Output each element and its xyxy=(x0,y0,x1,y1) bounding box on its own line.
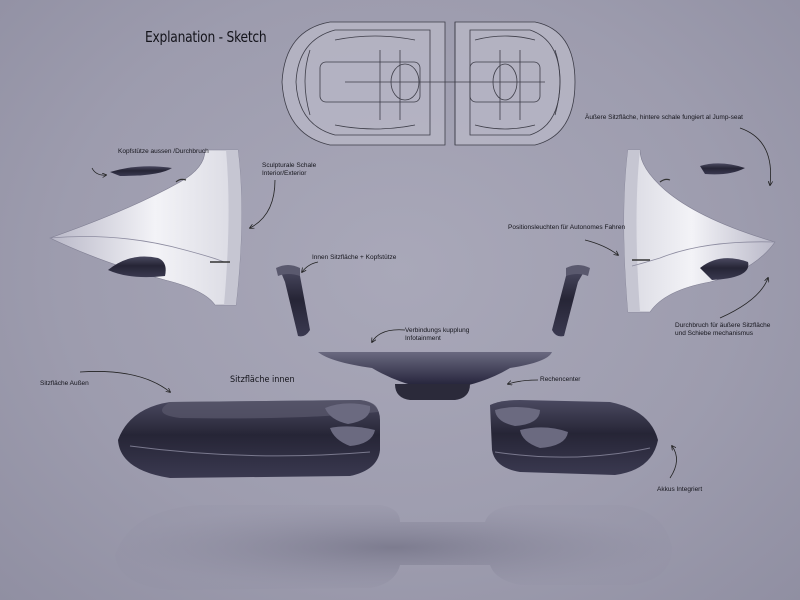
label-durchbruch-2: und Schiebe mechanismus xyxy=(675,330,754,337)
left-inner-seatback xyxy=(276,265,310,337)
right-seat-base xyxy=(490,400,658,475)
right-headrest-pad xyxy=(700,163,745,175)
rechencenter-arrow xyxy=(508,379,539,384)
label-sitzflaeche-innen: Sitzfläche innen xyxy=(230,375,295,385)
label-aussen-sitzflaeche: Äußere Sitzfläche, hintere schale fungie… xyxy=(585,114,743,121)
aussen-sitz-arrow xyxy=(739,127,771,185)
label-skulpturale: Sculpturale Schale xyxy=(262,162,317,169)
innen-sitz-arrow xyxy=(302,261,319,272)
label-positionsleuchten: Positionsleuchten für Autonomes Fahren xyxy=(508,224,626,231)
skulpturale-arrow xyxy=(250,179,276,228)
label-verbindung: Verbindungs kupplung xyxy=(405,327,470,334)
label-sitzflaeche-aussen: Sitzfläche Außen xyxy=(40,380,89,387)
label-rechencenter: Rechencenter xyxy=(540,376,581,383)
verbindung-arrow xyxy=(372,329,406,342)
label-skulpturale-2: Interior/Exterior xyxy=(262,170,307,177)
page-title: Explanation - Sketch xyxy=(145,28,267,46)
top-view-wireframe xyxy=(281,21,576,146)
center-connector xyxy=(318,352,552,400)
left-headrest-pad xyxy=(110,166,172,176)
ground-shadow xyxy=(115,505,672,590)
akkus-arrow xyxy=(669,446,677,479)
label-akkus: Akkus Integriert xyxy=(657,486,703,493)
sitzflaeche-aussen-arrow xyxy=(79,371,170,392)
label-infotainment: Infotainment xyxy=(405,335,441,342)
kopfstuetze-arrow xyxy=(91,167,106,175)
right-inner-seatback xyxy=(552,265,590,337)
right-shell xyxy=(623,149,776,313)
durchbruch-arrow xyxy=(719,278,768,319)
label-innen-sitzflaeche: Innen Sitzfläche + Kopfstütze xyxy=(312,254,397,261)
left-shell xyxy=(49,149,242,306)
positionsleuchten-arrow xyxy=(584,239,618,255)
left-seat-base xyxy=(118,400,380,478)
label-kopfstuetze: Kopfstütze aussen /Durchbruch xyxy=(118,148,209,155)
label-durchbruch: Durchbruch für äußere Sitzfläche xyxy=(675,322,771,329)
